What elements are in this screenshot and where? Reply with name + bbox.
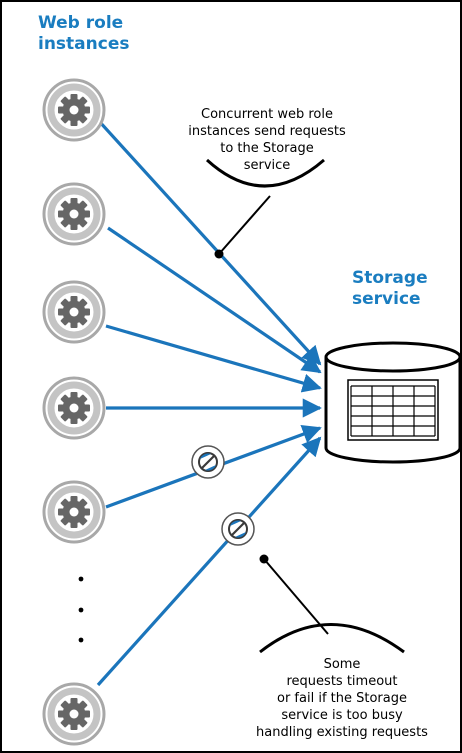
callout-bottom-line: Some bbox=[323, 657, 361, 672]
title-line-1: Web role bbox=[38, 13, 124, 33]
more-instances-ellipsis bbox=[78, 576, 84, 643]
web-role-instances bbox=[44, 80, 104, 744]
callout-top-line: instances send requests bbox=[188, 124, 346, 139]
storage-table-icon bbox=[324, 341, 460, 464]
gear-icon bbox=[44, 80, 104, 140]
storage-line-1: Storage bbox=[352, 268, 428, 288]
request-arrow bbox=[96, 436, 322, 687]
callout-bottom-line: or fail if the Storage bbox=[277, 691, 407, 706]
request-arrow bbox=[96, 118, 322, 366]
gear-icon bbox=[44, 684, 104, 744]
title-line-2: instances bbox=[38, 34, 130, 54]
gear-icon bbox=[44, 482, 104, 542]
callout-bottom-pointer bbox=[259, 554, 405, 654]
gear-icon bbox=[44, 282, 104, 342]
callout-top-pointer bbox=[205, 158, 325, 259]
callout-bottom-line: requests timeout bbox=[286, 674, 398, 689]
callout-bottom-text: Some requests timeout or fail if the Sto… bbox=[242, 656, 442, 741]
callout-bottom-line: service is too busy bbox=[281, 708, 403, 723]
blocked-requests bbox=[190, 444, 256, 547]
blocked-request-icon bbox=[220, 511, 256, 547]
web-role-instances-label: Web role instances bbox=[38, 13, 129, 55]
blocked-request-icon bbox=[190, 444, 226, 480]
callout-top-text: Concurrent web role instances send reque… bbox=[182, 106, 352, 174]
callout-top-line: Concurrent web role bbox=[201, 107, 333, 122]
storage-line-2: service bbox=[352, 289, 421, 309]
request-arrows bbox=[96, 118, 322, 687]
request-arrow bbox=[107, 226, 322, 374]
storage-service-label: Storage service bbox=[352, 268, 428, 310]
callout-top-line: to the Storage bbox=[220, 141, 314, 156]
gear-icon bbox=[44, 184, 104, 244]
callout-top-line: service bbox=[243, 158, 291, 173]
gear-icon bbox=[44, 378, 104, 438]
callout-bottom-line: handling existing requests bbox=[256, 725, 428, 740]
request-arrow bbox=[105, 324, 322, 393]
